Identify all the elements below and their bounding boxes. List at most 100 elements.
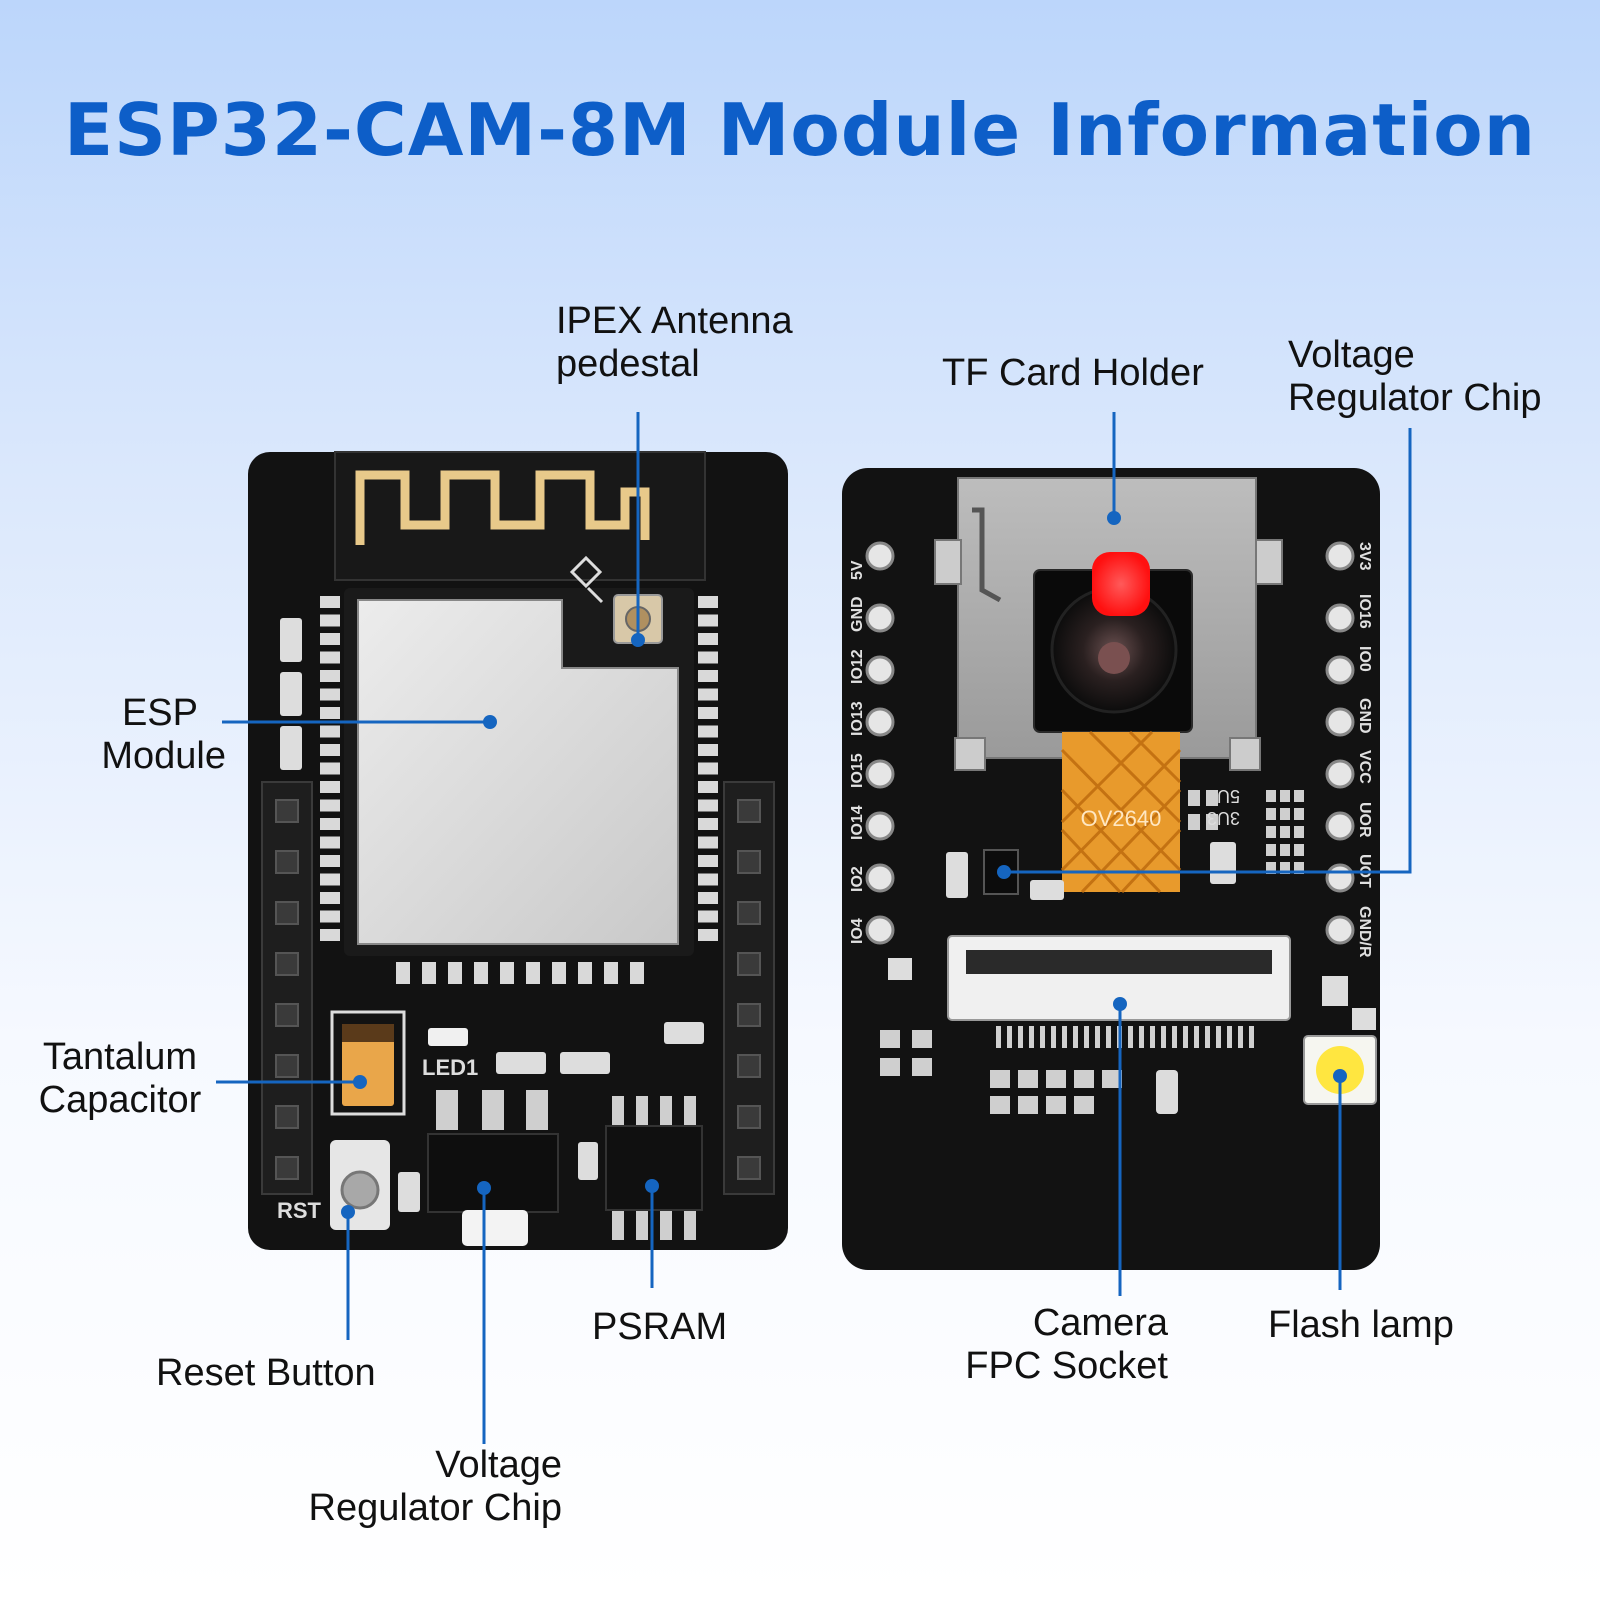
voltage-regulator-front — [427, 1133, 559, 1213]
label-esp-line1: ESP — [121, 692, 198, 734]
back-pin — [1325, 759, 1355, 789]
back-pin — [1325, 915, 1355, 945]
fpc-contact — [1106, 1026, 1111, 1048]
psram-pin — [660, 1210, 672, 1240]
jumper-pad — [1294, 844, 1304, 856]
smd-part — [1102, 1070, 1122, 1088]
fpc-contact — [1161, 1026, 1166, 1048]
back-pins-right — [1325, 541, 1355, 945]
back-pin — [1325, 707, 1355, 737]
label-vreg-front-line1: Voltage — [435, 1444, 562, 1486]
header-pin — [275, 1156, 299, 1180]
smd-part — [1030, 880, 1064, 900]
header-pin — [275, 850, 299, 874]
label-reset-button: Reset Button — [156, 1352, 376, 1394]
fpc-contact — [1139, 1026, 1144, 1048]
smd-part — [880, 1058, 900, 1076]
fpc-contact — [1238, 1026, 1243, 1048]
jumper-label-5u: 5U — [1217, 786, 1240, 806]
red-led — [1092, 552, 1150, 616]
back-pin-label: IO2 — [849, 866, 866, 892]
leader-lines — [216, 412, 1412, 1444]
module-pad — [320, 725, 340, 738]
smd-part — [912, 1058, 932, 1076]
fpc-contact — [1051, 1026, 1056, 1048]
flex-cable-pattern — [1060, 730, 1182, 894]
smd-part — [1018, 1070, 1038, 1088]
fpc-contact — [1172, 1026, 1177, 1048]
fpc-contact — [1194, 1026, 1199, 1048]
module-pad — [698, 725, 718, 738]
back-pin — [865, 863, 895, 893]
module-pad — [320, 744, 340, 756]
module-pad — [320, 707, 340, 719]
module-pad — [698, 910, 718, 923]
module-pad — [698, 836, 718, 849]
fpc-contact — [1040, 1026, 1045, 1048]
smd-part — [912, 1030, 932, 1048]
header-pin — [737, 850, 761, 874]
module-pad — [320, 855, 340, 867]
module-pads-left — [320, 596, 340, 941]
jumper-pad — [1294, 790, 1304, 802]
back-pin-label: IO16 — [1356, 594, 1373, 629]
fpc-contact — [1216, 1026, 1221, 1048]
fpc-contact — [1227, 1026, 1232, 1048]
label-esp-module: ESP Module — [60, 692, 226, 778]
pin-header-right — [723, 781, 775, 1195]
header-pin — [275, 901, 299, 925]
label-tantalum-line1: Tantalum — [42, 1036, 198, 1078]
header-pins — [275, 799, 761, 1180]
fpc-contact — [1150, 1026, 1155, 1048]
label-camera-line1: Camera — [1032, 1302, 1168, 1344]
header-pin — [737, 1156, 761, 1180]
leader-dot-tf-card — [1107, 511, 1121, 525]
fpc-contact — [1084, 1026, 1089, 1048]
label-vreg-back-line2: Regulator Chip — [1288, 377, 1542, 419]
module-pad — [320, 836, 340, 849]
jumper-pad — [1188, 814, 1200, 830]
module-pad — [698, 633, 718, 645]
smd-resistor — [496, 1052, 546, 1074]
ipex-mark — [569, 555, 604, 604]
silkscreen-led1: LED1 — [422, 1055, 478, 1080]
back-pin — [865, 603, 895, 633]
fpc-socket-slot — [966, 950, 1272, 974]
jumper-pad — [1294, 862, 1304, 874]
back-pin-label: 5V — [849, 560, 866, 580]
smd-part — [1074, 1070, 1094, 1088]
smd-parts — [880, 1030, 1178, 1114]
jumper-pad — [1206, 814, 1218, 830]
header-pin — [737, 1105, 761, 1129]
vreg-leg — [526, 1090, 548, 1130]
back-pin — [1325, 655, 1355, 685]
tantalum-band — [342, 1024, 394, 1042]
page-title: ESP32-CAM-8M Module Information — [63, 88, 1537, 172]
back-pin — [865, 707, 895, 737]
smd-part — [1046, 1070, 1066, 1088]
psram-pin — [684, 1096, 696, 1126]
front-board: LED1 RST — [248, 451, 788, 1250]
jumper-pad — [1266, 808, 1276, 820]
fpc-contact — [1128, 1026, 1133, 1048]
psram-pin — [636, 1210, 648, 1240]
back-pin-label: 3V3 — [1356, 542, 1373, 571]
jumper-pad — [1266, 844, 1276, 856]
back-pin — [1325, 541, 1355, 571]
tf-card-tab — [954, 737, 986, 771]
module-pad — [526, 962, 540, 984]
fpc-contact — [1029, 1026, 1034, 1048]
module-pad — [698, 929, 718, 941]
leader-endpoints — [341, 511, 1347, 1219]
header-pin — [737, 901, 761, 925]
fpc-contact — [996, 1026, 1001, 1048]
psram-pin — [684, 1210, 696, 1240]
camera-lens-center — [1098, 642, 1130, 674]
module-pad — [698, 855, 718, 867]
psram-pins — [612, 1096, 696, 1240]
label-vreg-back-line1: Voltage — [1288, 334, 1415, 376]
label-ipex-line2: pedestal — [556, 343, 700, 385]
